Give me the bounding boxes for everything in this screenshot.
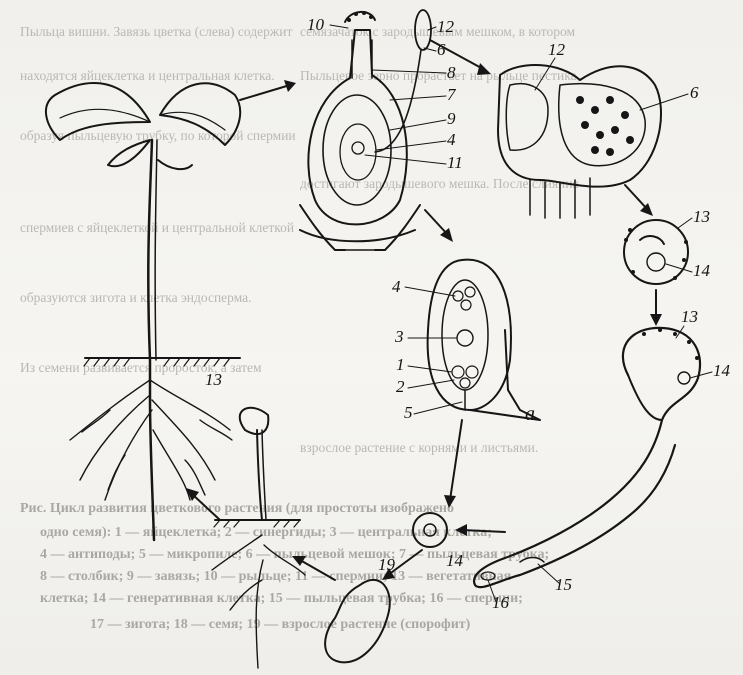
ghost-line-5: достигают зародышевого мешка. После слия… xyxy=(300,176,579,191)
label-17: 14 xyxy=(446,551,464,570)
label-6-anther: 6 xyxy=(690,83,699,102)
ghost-line-8: Из семени развивается проросток, а затем xyxy=(20,360,262,375)
label-10: 10 xyxy=(307,15,325,34)
ghost-line-0: Пыльца вишни. Завязь цветка (слева) соде… xyxy=(20,24,292,39)
arrow-plant-to-flower xyxy=(240,80,296,100)
label-16: 16 xyxy=(492,593,510,612)
ghost-caption-0: Рис. Цикл развития цветкового растения (… xyxy=(20,501,454,516)
label-8: 8 xyxy=(447,63,456,82)
label-12-anther: 12 xyxy=(548,40,566,59)
ghost-caption-4: клетка; 14 — генеративная клетка; 15 — п… xyxy=(40,591,523,606)
arrow-to-embryo-sac xyxy=(425,210,453,242)
arrow-to-germinating-pollen xyxy=(650,290,662,326)
ovary-section: 10 12 6 8 7 9 4 11 xyxy=(300,10,463,250)
label-3: 3 xyxy=(394,327,404,346)
embryo-sac: 4 3 1 2 5 a xyxy=(392,260,540,425)
ghost-line-4: образуя пыльцевую трубку, по которой спе… xyxy=(20,128,296,143)
ghost-line-6: спермиев с яйцеклеткой и центральной кле… xyxy=(20,220,294,235)
label-9: 9 xyxy=(447,109,456,128)
ghost-line-2: находятся яйцеклетка и центральная клетк… xyxy=(20,68,275,83)
label-19: 13 xyxy=(205,370,222,389)
label-7: 7 xyxy=(447,85,457,104)
background-text: Пыльца вишни. Завязь цветка (слева) соде… xyxy=(20,24,580,632)
ghost-line-7: образуются зигота и клетка эндосперма. xyxy=(20,290,252,305)
arrow-to-pollen xyxy=(625,185,653,216)
ghost-line-9: взрослое растение с корнями и листьями. xyxy=(300,440,538,455)
arrow-sac-to-zygote xyxy=(444,420,462,508)
label-6-top: 6 xyxy=(437,40,446,59)
ghost-caption-2: 4 — антиподы; 5 — микропиле; 6 — пыльцев… xyxy=(40,547,549,562)
label-11: 11 xyxy=(447,153,463,172)
label-13-tube: 13 xyxy=(681,307,698,326)
pollen-grain: 13 14 xyxy=(624,207,711,284)
anther-cross-section: 12 6 xyxy=(498,40,699,218)
label-1: 1 xyxy=(396,355,405,374)
label-18: 19 xyxy=(378,555,396,574)
label-4-top: 4 xyxy=(447,130,456,149)
label-12-top: 12 xyxy=(437,17,455,36)
label-14-pollen: 14 xyxy=(693,261,711,280)
label-2: 2 xyxy=(396,377,405,396)
label-15: 15 xyxy=(555,575,572,594)
ghost-caption-5: 17 — зигота; 18 — семя; 19 — взрослое ра… xyxy=(90,617,471,632)
germinating-pollen-tube: 13 14 15 16 xyxy=(474,307,730,612)
label-5: 5 xyxy=(404,403,413,422)
label-4-sac: 4 xyxy=(392,277,401,296)
ghost-caption-3: 8 — столбик; 9 — завязь; 10 — рыльце; 11… xyxy=(40,569,512,584)
label-14-tube: 14 xyxy=(713,361,731,380)
label-a: a xyxy=(525,403,535,425)
ghost-line-3: Пыльцевое зерно прорастает на рыльце пес… xyxy=(300,68,580,83)
adult-plant: 13 xyxy=(46,83,240,540)
label-13-pollen: 13 xyxy=(693,207,710,226)
